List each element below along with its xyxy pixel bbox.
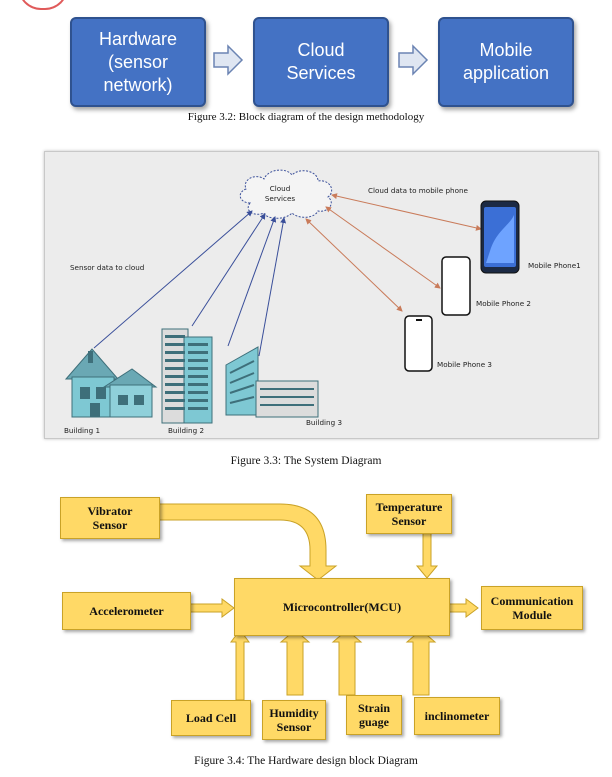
mobile-application-box: Mobile application: [438, 17, 574, 107]
smartphone-2-icon: [441, 256, 471, 316]
communication-module-label: Communication Module: [490, 594, 574, 622]
phone-1-label: Mobile Phone1: [528, 261, 581, 270]
building-3-label: Building 3: [306, 418, 342, 427]
humidity-sensor-box: Humidity Sensor: [262, 700, 326, 740]
sensor-data-label: Sensor data to cloud: [70, 263, 144, 272]
building-complex-icon: [225, 346, 319, 418]
humidity-sensor-label: Humidity Sensor: [269, 706, 319, 734]
building-1-label: Building 1: [64, 426, 100, 435]
load-cell-label: Load Cell: [185, 711, 237, 725]
inclinometer-box: inclinometer: [414, 697, 500, 735]
cloud-label: Cloud: [270, 184, 291, 193]
mcu-box: Microcontroller(MCU): [234, 578, 450, 636]
cloud-to-phone-lines: [305, 193, 482, 312]
vibrator-sensor-box: Vibrator Sensor: [60, 497, 160, 539]
load-cell-box: Load Cell: [171, 700, 251, 736]
accelerometer-box: Accelerometer: [62, 592, 191, 630]
hardware-connectors: [158, 503, 479, 701]
figure-3-3-caption: Figure 3.3: The System Diagram: [230, 455, 382, 467]
temperature-sensor-label: Temperature Sensor: [375, 500, 443, 528]
cloud-label: Services: [265, 194, 296, 203]
mcu-label: Microcontroller(MCU): [282, 600, 402, 614]
system-diagram: Cloud Services Sensor data to cloud Clou…: [64, 169, 581, 435]
cloud-to-phone-label: Cloud data to mobile phone: [368, 186, 469, 195]
strain-gauge-label: Strain guage: [357, 701, 390, 729]
flow-arrow-icon: [398, 44, 429, 76]
cloud-icon: [239, 169, 333, 219]
phone-3-label: Mobile Phone 3: [437, 360, 492, 369]
building-2-label: Building 2: [168, 426, 204, 435]
accelerometer-label: Accelerometer: [89, 604, 164, 618]
smartphone-3-icon: [404, 315, 433, 372]
hardware-box: Hardware (sensor network): [70, 17, 206, 107]
cloud-services-box: Cloud Services: [253, 17, 389, 107]
cloud-services-box-label: Cloud Services: [286, 40, 356, 83]
figure-3-4-caption: Figure 3.4: The Hardware design block Di…: [194, 755, 418, 767]
smartphone-1-icon: [480, 200, 520, 274]
house-icon: [64, 348, 158, 418]
strain-gauge-box: Strain guage: [346, 695, 402, 735]
figure-3-2-caption: Figure 3.2: Block diagram of the design …: [187, 111, 425, 123]
office-tower-icon: [161, 328, 213, 424]
flow-arrow-icon: [213, 44, 244, 76]
sensor-data-lines: [93, 210, 287, 357]
communication-module-box: Communication Module: [481, 586, 583, 630]
inclinometer-label: inclinometer: [424, 709, 490, 723]
mobile-application-box-label: Mobile application: [462, 40, 550, 83]
hardware-box-label: Hardware (sensor network): [98, 28, 178, 95]
logo-fragment: [18, 0, 68, 10]
phone-2-label: Mobile Phone 2: [476, 299, 531, 308]
vibrator-sensor-label: Vibrator Sensor: [87, 504, 133, 532]
temperature-sensor-box: Temperature Sensor: [366, 494, 452, 534]
